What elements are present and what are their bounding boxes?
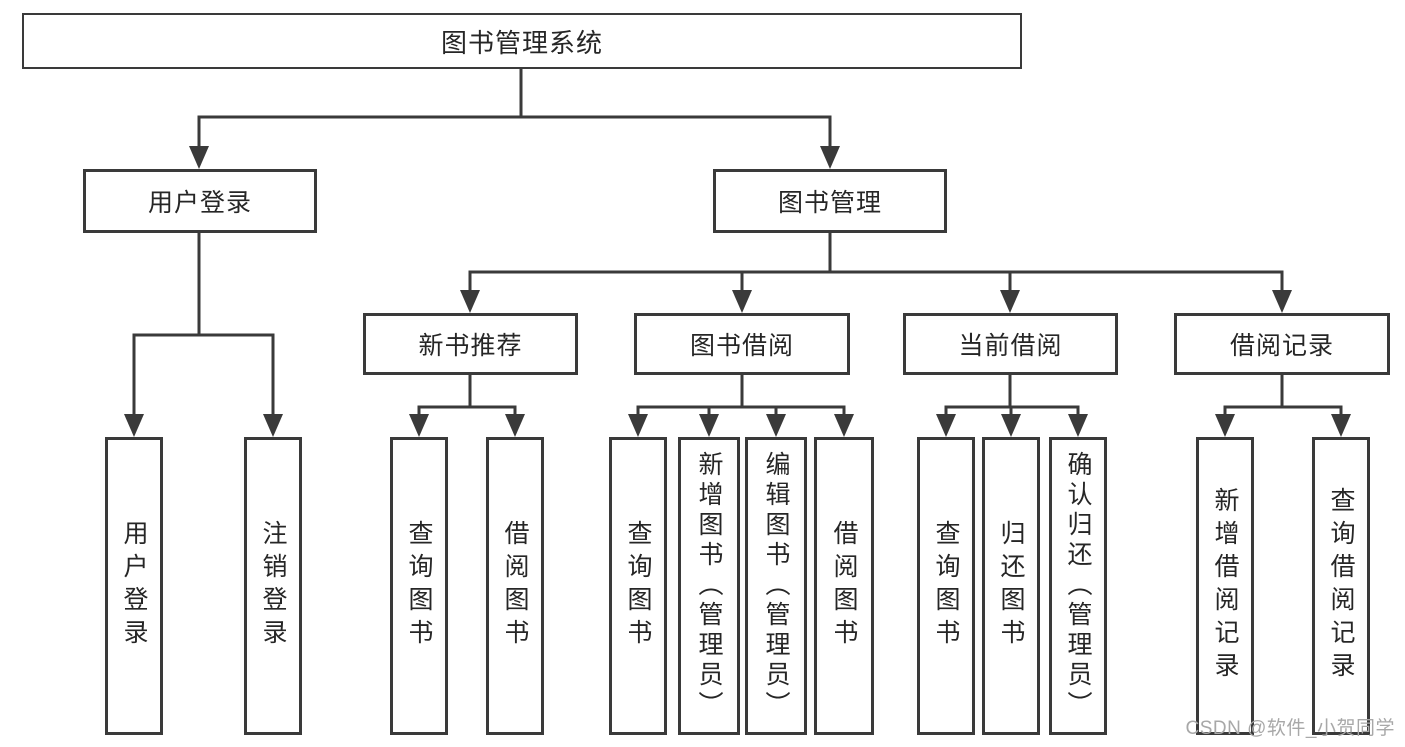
leaf-records-add-record: 新增借阅记录 — [1196, 437, 1254, 735]
arrow-heads — [124, 146, 1351, 437]
node-label: 用户登录 — [120, 520, 148, 652]
node-new-book-recommend: 新书推荐 — [363, 313, 578, 375]
node-label: 借阅图书 — [830, 520, 858, 652]
leaf-logout: 注销登录 — [244, 437, 302, 735]
node-label: 编辑图书（管理员） — [762, 451, 790, 721]
node-label: 查询借阅记录 — [1327, 487, 1355, 685]
leaf-borrowing-query-books: 查询图书 — [609, 437, 667, 735]
node-label: 用户登录 — [147, 189, 252, 217]
node-book-management: 图书管理 — [713, 169, 947, 233]
node-label: 借阅图书 — [501, 520, 529, 652]
node-label: 新增图书（管理员） — [695, 451, 723, 721]
leaf-current-query-books: 查询图书 — [917, 437, 975, 735]
node-label: 注销登录 — [259, 520, 287, 652]
node-label: 查询图书 — [405, 520, 433, 652]
node-book-management-system: 图书管理系统 — [22, 13, 1022, 69]
node-label: 图书管理系统 — [440, 27, 603, 58]
node-label: 图书借阅 — [689, 332, 794, 360]
node-label: 新书推荐 — [418, 332, 523, 360]
node-label: 归还图书 — [997, 520, 1025, 652]
leaf-records-query-record: 查询借阅记录 — [1312, 437, 1370, 735]
leaf-borrowing-add-books-admin: 新增图书（管理员） — [678, 437, 740, 735]
node-label: 当前借阅 — [958, 332, 1063, 360]
node-label: 借阅记录 — [1229, 332, 1334, 360]
leaf-borrowing-edit-books-admin: 编辑图书（管理员） — [745, 437, 807, 735]
leaf-newbook-borrow-books: 借阅图书 — [486, 437, 544, 735]
connector-path — [132, 68, 1343, 420]
node-current-borrowing: 当前借阅 — [903, 313, 1118, 375]
node-label: 确认归还（管理员） — [1064, 451, 1092, 721]
leaf-borrowing-borrow-books: 借阅图书 — [814, 437, 874, 735]
leaf-user-login: 用户登录 — [105, 437, 163, 735]
node-user-login: 用户登录 — [83, 169, 317, 233]
leaf-current-confirm-return-admin: 确认归还（管理员） — [1049, 437, 1107, 735]
node-label: 查询图书 — [932, 520, 960, 652]
node-label: 查询图书 — [624, 520, 652, 652]
node-label: 图书管理 — [777, 189, 882, 217]
node-label: 新增借阅记录 — [1211, 487, 1239, 685]
leaf-newbook-query-books: 查询图书 — [390, 437, 448, 735]
node-book-borrowing: 图书借阅 — [634, 313, 850, 375]
csdn-watermark: CSDN @软件_小贺同学 — [1185, 718, 1395, 739]
leaf-current-return-books: 归还图书 — [982, 437, 1040, 735]
node-borrowing-records: 借阅记录 — [1174, 313, 1390, 375]
